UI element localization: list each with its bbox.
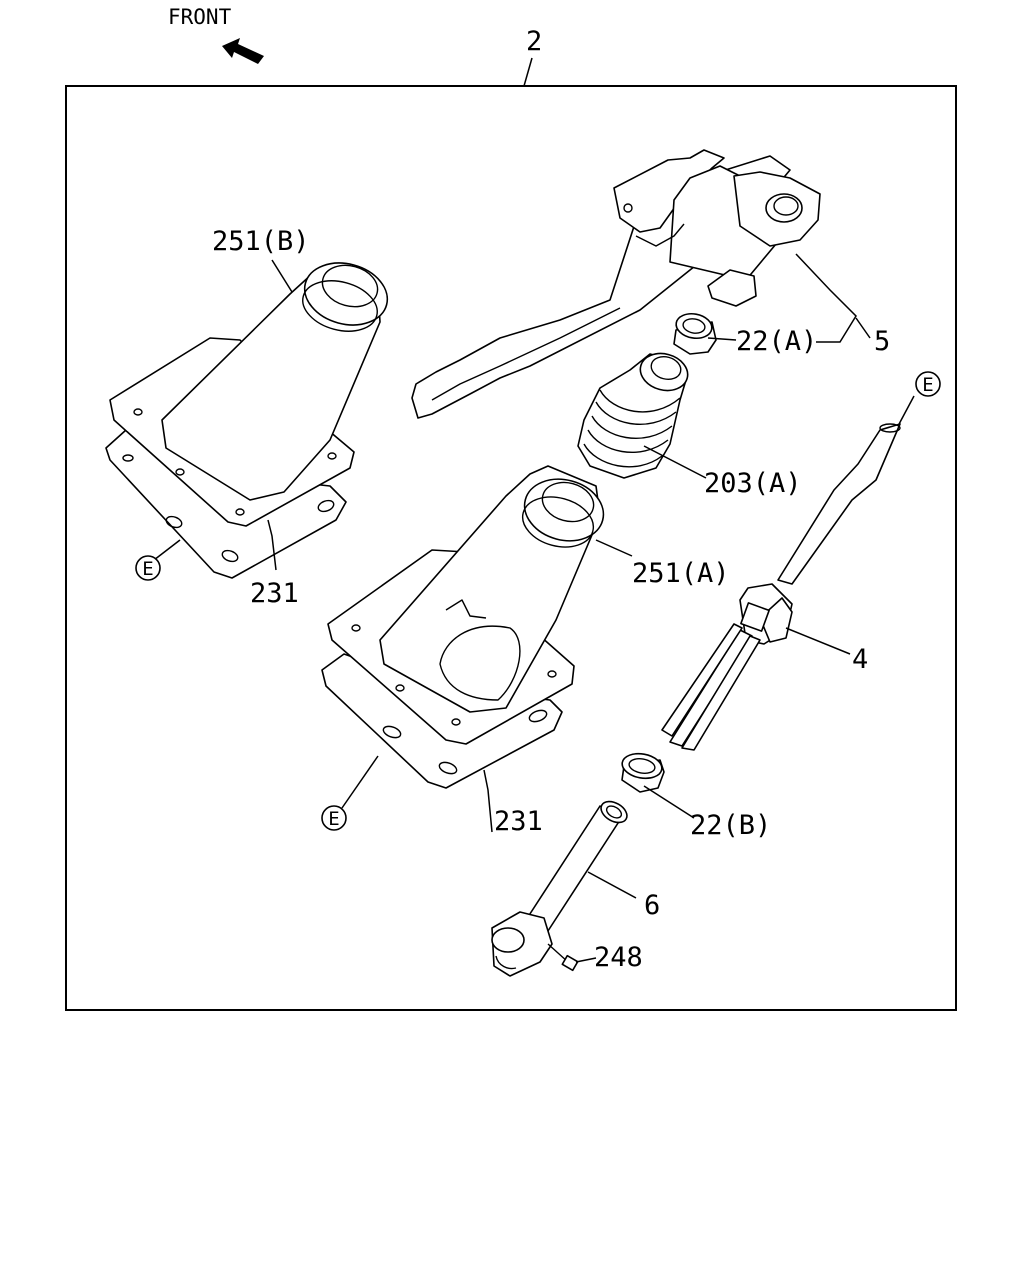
svg-text:E: E [328,808,339,830]
label-6: 6 [644,890,660,921]
boot-251b [105,262,389,579]
leader-lines [153,253,915,963]
ref-marker-e-left: E [135,555,161,581]
label-5: 5 [874,326,890,357]
assembly-leader [523,57,533,87]
svg-text:E: E [142,558,153,580]
label-251b: 251(B) [212,226,310,257]
label-4: 4 [852,644,868,675]
bushing-22b [621,752,665,793]
svg-text:E: E [922,374,933,396]
tube-6 [491,800,628,977]
assembly-number: 2 [526,26,542,57]
ref-marker-e-right: E [915,371,941,397]
screw-248 [547,943,579,972]
boot-251a [321,465,605,789]
assembly-frame [65,85,957,1011]
ref-marker-e-center: E [321,805,347,831]
label-203a: 203(A) [704,468,802,499]
front-label: FRONT [168,5,232,29]
label-231-center: 231 [494,806,543,837]
front-arrow-icon [222,38,264,64]
shift-shaft-4 [661,423,901,751]
label-22a: 22(A) [736,326,817,357]
label-251a: 251(A) [632,558,730,589]
label-248: 248 [594,942,643,973]
bellows-203a [577,352,689,479]
bushing-22a [673,312,717,355]
bracket-5 [411,149,821,419]
label-231-left: 231 [250,578,299,609]
label-22b: 22(B) [690,810,771,841]
